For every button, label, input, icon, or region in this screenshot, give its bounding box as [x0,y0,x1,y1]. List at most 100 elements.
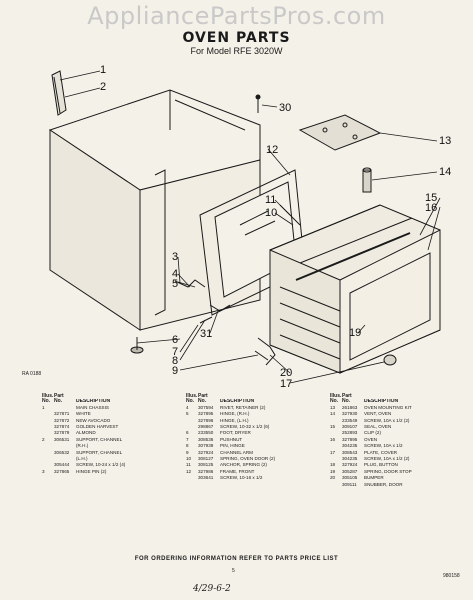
part-description: SCREW, 10A x 1/2 (2) [364,456,410,462]
illus-number: 11 [186,462,191,468]
part-number: 303641 [198,475,214,481]
part-number: 327895 [342,436,358,442]
part-number: 307594 [198,404,214,410]
table-row: (L.H.) [42,456,162,462]
illus-number: 10 [186,456,192,462]
part-number: 298867 [198,424,214,430]
part-number: 308127 [198,456,214,462]
part-number: 233549 [342,417,358,423]
hinge-parts-drawing [130,279,276,366]
callout-16: 16 [425,202,437,214]
part-number: 304235 [342,443,358,449]
part-number: 327874 [54,424,70,430]
part-number: 327871 [54,411,70,417]
callout-20: 20 [280,367,292,379]
part-number: 327872 [54,417,70,423]
table-row: 327896 HINGE, (L.H.) [186,418,306,424]
part-description: OVEN MOUNTING KIT [364,404,412,410]
part-description: CHANNEL ARM [220,449,254,455]
callout-12: 12 [266,144,278,156]
table-header: No.No.DESCRIPTION [186,398,255,405]
part-description: SCREW, 10-32 x 1/2 (6) [220,424,270,430]
screw-drawing [255,94,261,113]
part-description: SEAL, OVEN [364,424,392,430]
part-description: HINGE, (R.H.) [220,411,250,417]
callout-15: 15 [425,192,437,204]
callout-9: 9 [172,365,178,377]
watermark: AppliancePartsPros.com [87,2,386,30]
illus-number: 2 [42,436,45,442]
page-subtitle: For Model RFE 3020W [190,46,283,56]
callout-13: 13 [439,135,451,147]
table-row: 4 307594 RIVET, RETAINER (2) [186,405,306,411]
exploded-parts-diagram: 1 2 30 13 14 12 15 16 11 10 3 4 5 6 7 8 … [48,64,451,390]
illus-number: 4 [186,404,189,410]
part-number: 327896 [198,417,214,423]
part-number: 327895 [198,411,214,417]
illus-number: 17 [330,449,336,455]
part-number: 327986 [198,468,214,474]
part-number: 306531 [54,436,70,442]
table-row: 10 308127 SPRING, OVEN DOOR (2) [186,456,306,462]
part-description: SPRING, OVEN DOOR (2) [220,456,276,462]
part-number: 327879 [54,430,70,436]
callout-14: 14 [439,166,451,178]
part-number: 252893 [342,430,358,436]
button-plug-drawing [383,354,397,366]
part-description: MAIN CHASSIS [76,404,109,410]
table-row: 327871 WHITE [42,411,162,417]
table-header: Illus.Part [42,393,64,399]
callout-8: 8 [172,355,178,367]
part-number: 308536 [198,436,214,442]
part-description: BUMPER [364,475,384,481]
part-description: SNUBBER, DOOR [364,481,403,487]
part-description: (L.H.) [76,456,88,462]
part-description: RIVET, RETAINER (2) [220,404,266,410]
illus-number: 12 [186,468,192,474]
part-number: 327930 [342,411,358,417]
part-number: 305105 [342,475,358,481]
illus-number: 9 [186,449,189,455]
part-description: SCREW, 10-16 x 1/2 [220,475,263,481]
part-description: (R.H.) [76,443,89,449]
illus-number: 16 [330,436,336,442]
illus-number: 8 [186,443,189,449]
part-description: SCREW, 10A x 1/2 (2) [364,417,410,423]
part-description: WHITE [76,411,91,417]
table-row: 233549 SCREW, 10A x 1/2 (2) [330,418,460,424]
part-description: VENT, OVEN [364,411,392,417]
illus-number: 7 [186,436,189,442]
part-number: 327924 [342,462,358,468]
part-number: 305444 [54,462,70,468]
vent-drawing [362,167,372,193]
part-description: PLATE, COVER [364,449,398,455]
part-description: HINGE, (L.H.) [220,417,249,423]
part-description: SPRING, DOOR STOP [364,468,412,474]
part-number: 233550 [198,430,214,436]
document-code: 980158 [443,573,460,579]
illus-number: 6 [186,430,189,436]
illus-number: 15 [330,424,336,430]
drawing-reference: RA 0188 [22,371,42,377]
